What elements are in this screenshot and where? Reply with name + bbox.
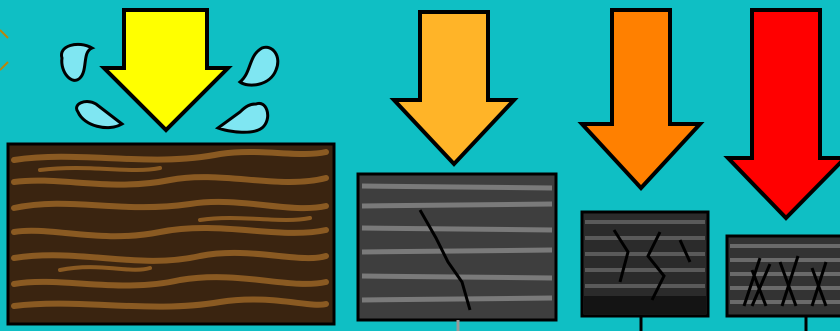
- bituminous-base-band: [584, 296, 706, 314]
